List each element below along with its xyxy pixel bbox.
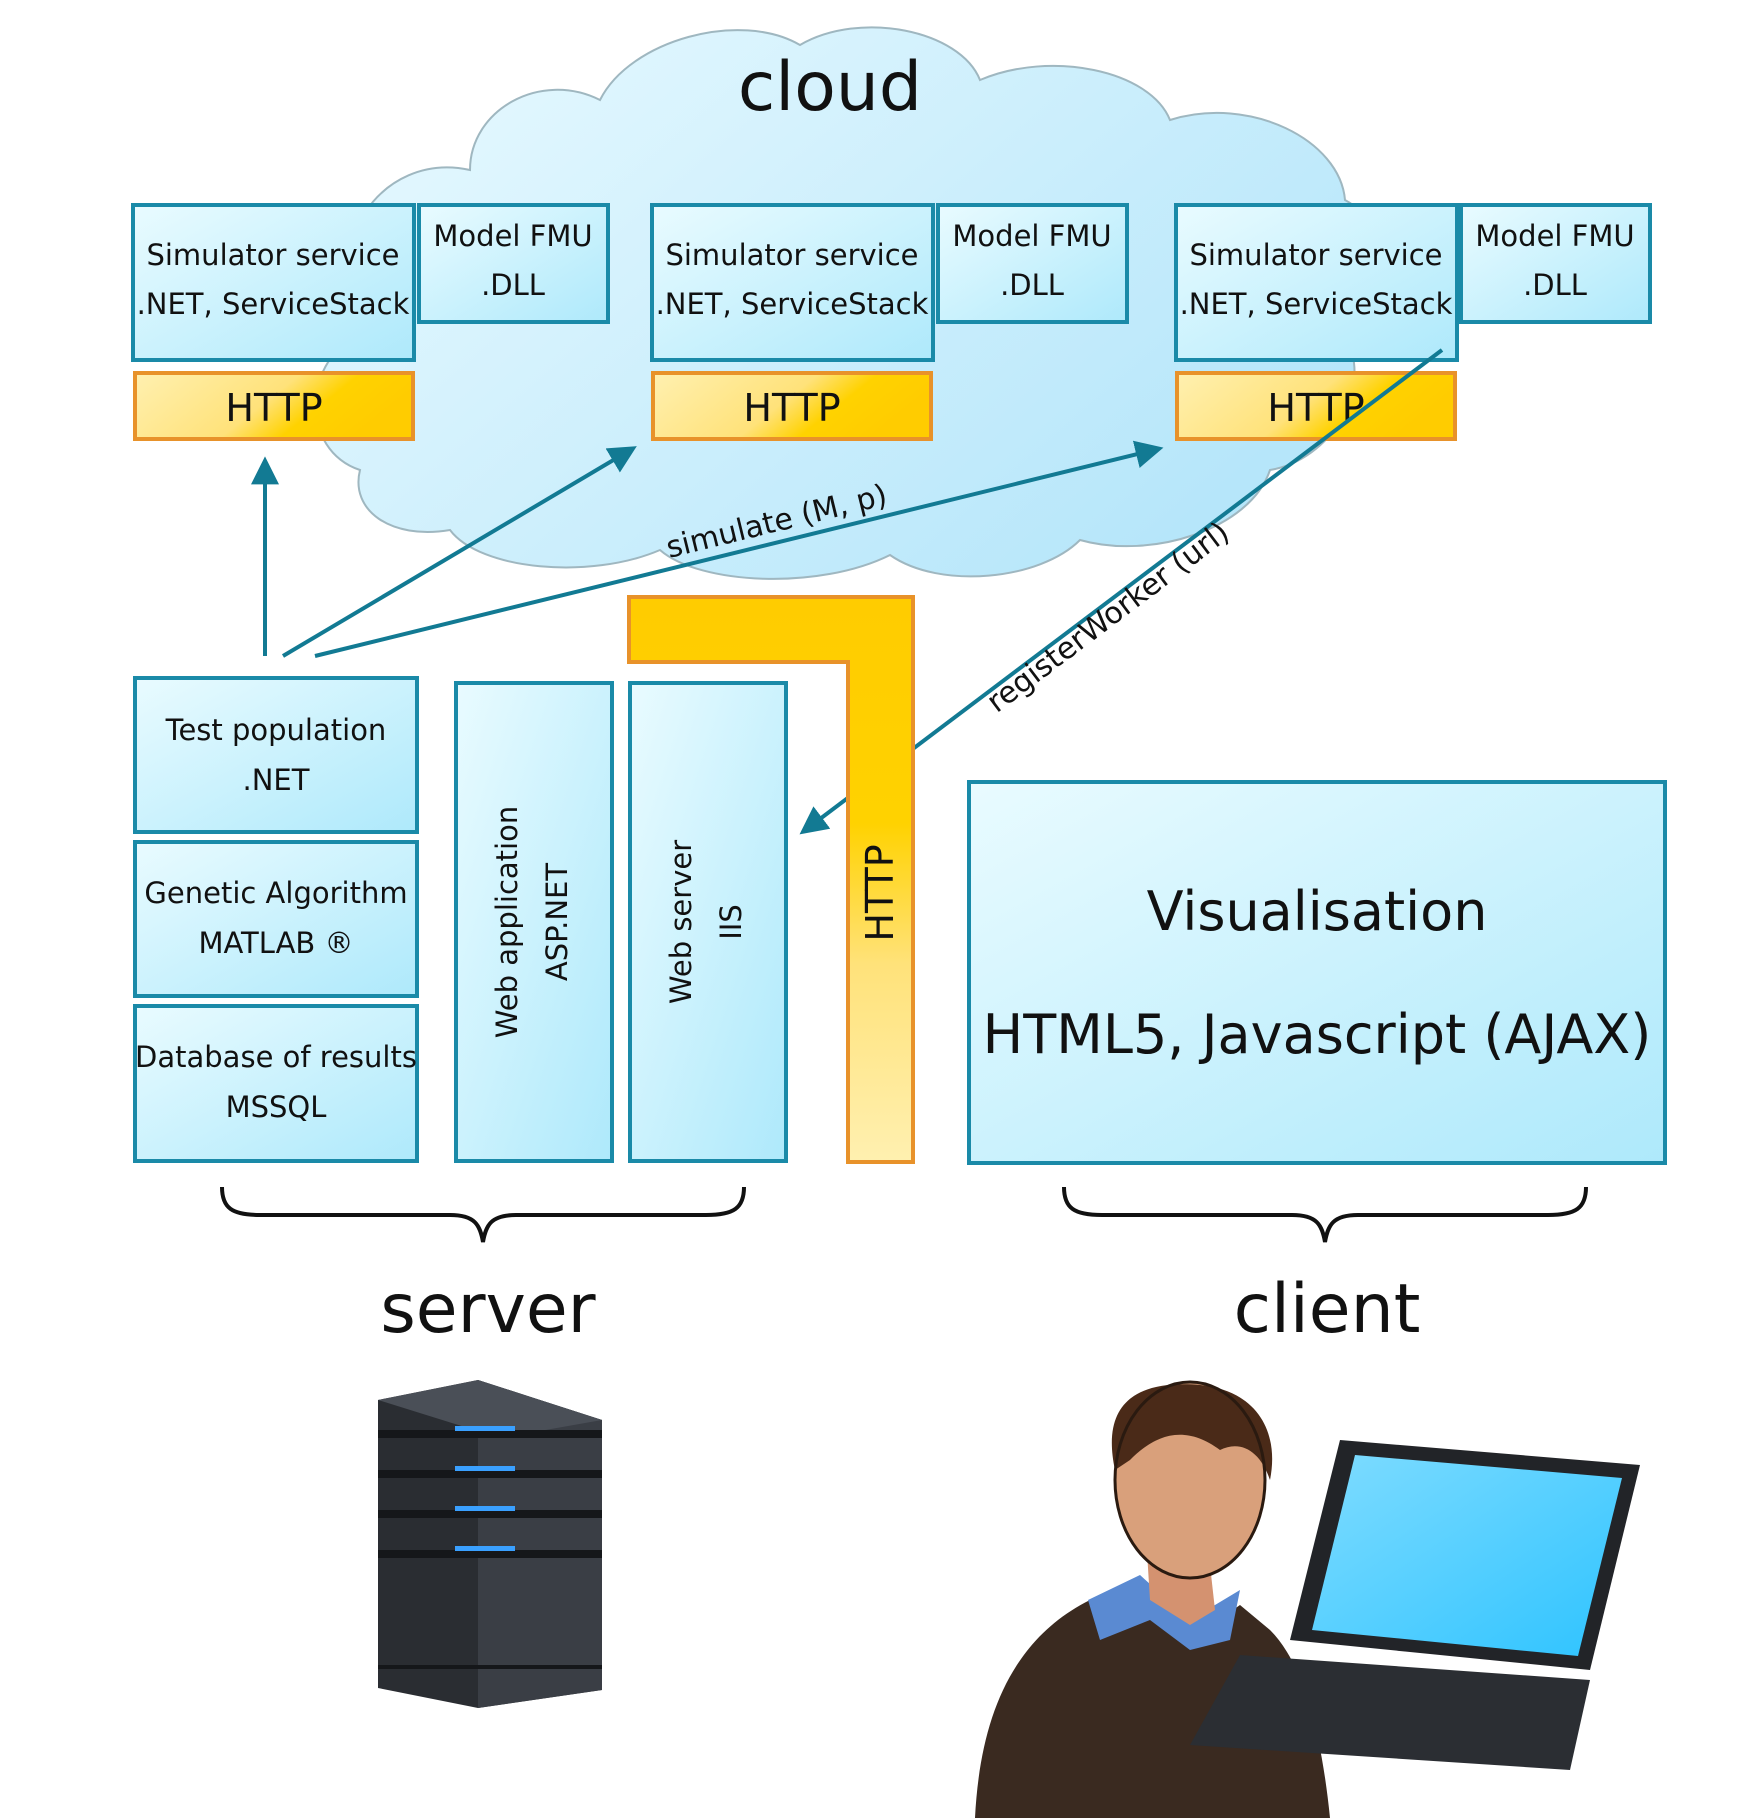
database-tech: MSSQL (226, 1090, 327, 1124)
simulator-service-title: Simulator service (146, 238, 399, 272)
arrow-to-simulator-2 (281, 446, 637, 658)
web-application-box (454, 681, 614, 1163)
visualisation-title: Visualisation (1147, 880, 1488, 943)
client-brace (1062, 1186, 1588, 1243)
server-stack: Test population .NET Genetic Algorithm M… (133, 676, 419, 1163)
person-with-laptop-icon (975, 1380, 1640, 1818)
server-brace (220, 1186, 746, 1243)
http-label: HTTP (225, 386, 322, 430)
simulator-group-1: Simulator service .NET, ServiceStack Mod… (131, 203, 610, 441)
web-server-tech: IIS (714, 904, 748, 940)
model-fmu-title: Model FMU (433, 219, 592, 253)
model-fmu-ext: .DLL (481, 268, 545, 302)
model-fmu-box (1459, 203, 1652, 324)
server-label: server (380, 1270, 595, 1349)
genetic-algorithm-tech: MATLAB ® (198, 926, 353, 960)
http-bar (651, 371, 933, 441)
http-label: HTTP (743, 386, 840, 430)
web-server-box (628, 681, 788, 1163)
model-fmu-ext: .DLL (1000, 268, 1064, 302)
test-population-box (133, 676, 419, 834)
visualisation-box (967, 780, 1667, 1165)
cloud-label: cloud (738, 48, 922, 127)
simulator-service-tech: .NET, ServiceStack (656, 287, 929, 321)
http-bar (133, 371, 415, 441)
http-bar (1175, 371, 1457, 441)
model-fmu-title: Model FMU (1475, 219, 1634, 253)
test-population-title: Test population (165, 713, 387, 747)
simulator-service-box (650, 203, 935, 362)
simulator-service-title: Simulator service (1189, 238, 1442, 272)
database-box (133, 1004, 419, 1163)
server-tower-icon (378, 1380, 602, 1708)
simulator-group-2: Simulator service .NET, ServiceStack Mod… (650, 203, 1129, 441)
http-vertical-label: HTTP (858, 844, 902, 941)
simulator-service-tech: .NET, ServiceStack (1180, 287, 1453, 321)
database-title: Database of results (135, 1040, 417, 1074)
simulator-service-title: Simulator service (665, 238, 918, 272)
model-fmu-ext: .DLL (1523, 268, 1587, 302)
simulator-group-3: Simulator service .NET, ServiceStack Mod… (1174, 203, 1652, 441)
web-application-tech: ASP.NET (540, 863, 574, 981)
http-label: HTTP (1267, 386, 1364, 430)
genetic-algorithm-box (133, 840, 419, 998)
simulator-service-tech: .NET, ServiceStack (137, 287, 410, 321)
web-server-title: Web server (664, 840, 698, 1004)
simulator-service-box (1174, 203, 1459, 362)
web-application-title: Web application (490, 806, 524, 1038)
test-population-tech: .NET (243, 763, 310, 797)
client-label: client (1234, 1270, 1421, 1349)
visualisation-tech: HTML5, Javascript (AJAX) (983, 1003, 1652, 1066)
model-fmu-title: Model FMU (952, 219, 1111, 253)
model-fmu-box (936, 203, 1129, 324)
arrow-to-simulator-3 (314, 440, 1164, 658)
model-fmu-box (417, 203, 610, 324)
genetic-algorithm-title: Genetic Algorithm (144, 876, 407, 910)
http-vertical-bar (627, 595, 915, 1164)
simulator-service-box (131, 203, 416, 362)
